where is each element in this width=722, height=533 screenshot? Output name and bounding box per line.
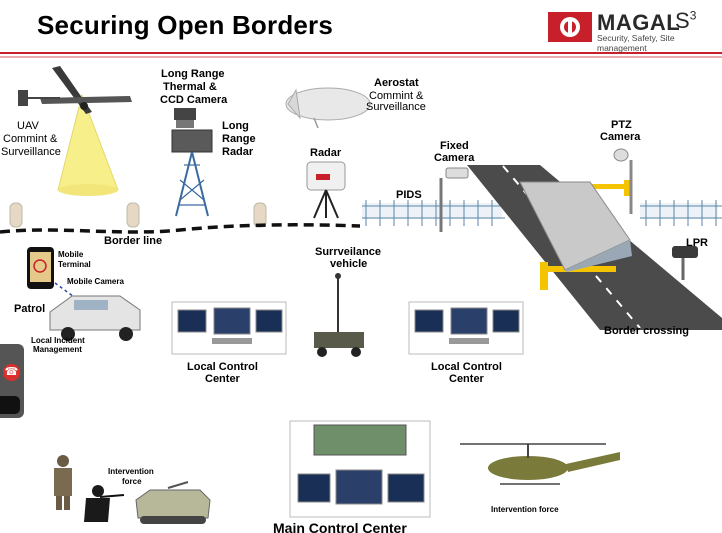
local-incident-label-2: Management — [33, 345, 82, 354]
barrier-gate-top — [576, 184, 626, 189]
aerostat-sub1: Commint & — [369, 90, 424, 102]
page-title: Securing Open Borders — [37, 10, 334, 40]
surveillance-vehicle-icon — [314, 273, 364, 357]
intervention-right-label: Intervention force — [491, 505, 559, 514]
aerostat-icon — [285, 87, 371, 129]
intervention-left-label-1: Intervention — [108, 467, 154, 476]
logo-tagline: Security, Safety, Site management — [597, 33, 675, 53]
local-control-left-label-2: Center — [205, 373, 240, 385]
patrol-label: Patrol — [14, 303, 46, 315]
end-call-icon: ☎ — [4, 366, 19, 378]
local-control-right-label-2: Center — [449, 373, 484, 385]
aerostat-title: Aerostat — [374, 77, 419, 89]
mobile-terminal-label-1: Mobile — [58, 250, 84, 259]
aerostat-sub2: Surveillance — [366, 101, 426, 113]
monitor-icon-right — [408, 301, 524, 355]
lpr-icon — [672, 246, 698, 280]
uav-sub1: Commint & — [3, 133, 58, 145]
mobile-terminal-label-2: Terminal — [58, 260, 91, 269]
radar-label: Radar — [310, 147, 342, 159]
barrier-post-top — [624, 180, 632, 196]
main-control-icon — [289, 420, 431, 518]
barrier-gate-bottom — [546, 266, 616, 272]
call-control-toggle[interactable] — [0, 396, 20, 414]
surveillance-vehicle-label-1: Surrveilance — [315, 246, 382, 258]
logo-word: MAGAL — [597, 10, 681, 35]
barrier-post-bottom — [540, 262, 548, 290]
surveillance-vehicle-label-2: vehicle — [330, 258, 368, 270]
border-line-path — [0, 223, 361, 234]
uav-sub2: Surveillance — [1, 146, 61, 158]
lpr-label: LPR — [686, 237, 708, 249]
ptz-label-2: Camera — [600, 131, 641, 143]
thermal-label-1: Long Range — [161, 68, 225, 80]
border-line-label: Border line — [104, 235, 163, 247]
phone-icon — [27, 247, 54, 289]
ptz-camera-icon — [613, 148, 633, 214]
local-incident-label-1: Local Incident — [31, 336, 85, 345]
helicopter-icon — [460, 443, 620, 485]
logo-suffix-letter: S — [675, 8, 690, 33]
intervention-left-label-2: force — [122, 477, 142, 486]
local-control-left-label-1: Local Control — [187, 361, 258, 373]
fixed-camera-label-2: Camera — [434, 152, 475, 164]
radar-icon — [306, 161, 346, 219]
end-call-button[interactable]: ☎ — [3, 364, 20, 381]
apc-icon — [135, 481, 211, 524]
border-posts — [9, 202, 267, 228]
mobile-camera-label: Mobile Camera — [67, 277, 124, 286]
fence-icon — [362, 200, 722, 226]
tower-icon — [171, 108, 213, 217]
ptz-label-1: PTZ — [611, 119, 632, 131]
uav-icon — [18, 66, 132, 196]
lr-radar-label-2: Range — [222, 133, 256, 145]
jeep-icon — [49, 295, 141, 341]
soldier-icon — [54, 455, 125, 522]
main-control-label: Main Control Center — [273, 520, 407, 533]
thermal-label-3: CCD Camera — [160, 94, 228, 106]
uav-title: UAV — [17, 120, 39, 132]
logo-suffix: S3 — [675, 8, 696, 34]
local-control-right-label-1: Local Control — [431, 361, 502, 373]
lr-radar-label-3: Radar — [222, 146, 254, 158]
camera-icon — [439, 167, 469, 232]
truck-icon — [519, 181, 632, 272]
thermal-label-2: Thermal & — [163, 81, 217, 93]
fixed-camera-label-1: Fixed — [440, 140, 469, 152]
magal-logo-icon — [548, 12, 592, 42]
logo-suffix-sup: 3 — [689, 8, 697, 23]
border-crossing-label: Border crossing — [604, 325, 689, 337]
monitor-icon — [171, 301, 287, 355]
pids-label: PIDS — [396, 189, 422, 201]
lr-radar-label-1: Long — [222, 120, 249, 132]
